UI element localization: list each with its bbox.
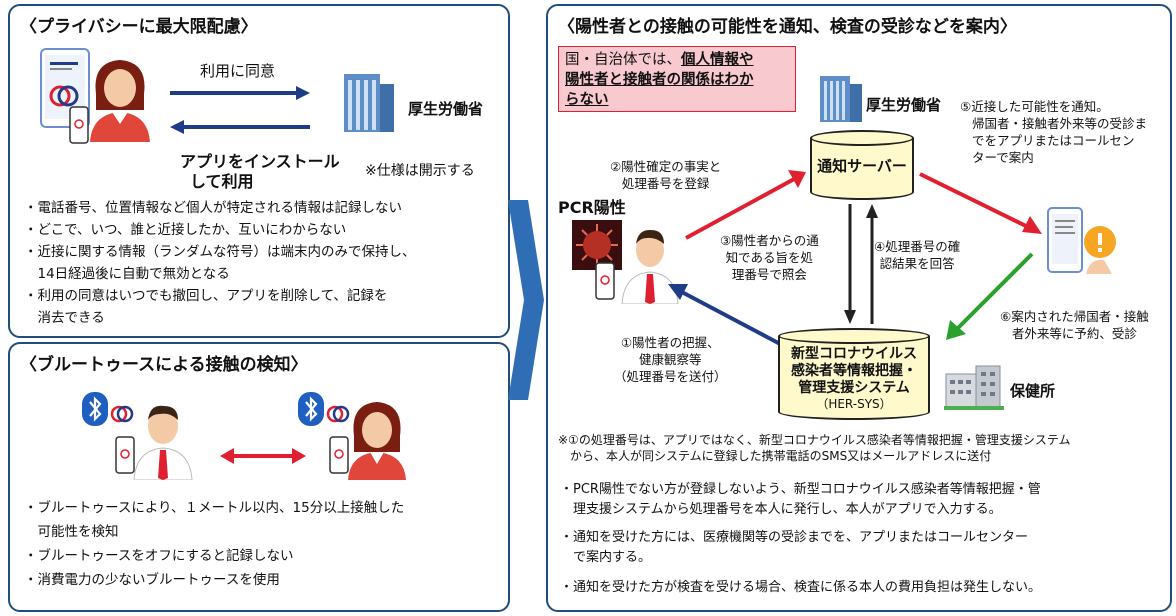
step2-line-1: ②陽性確定の事実と: [610, 159, 722, 174]
privacy-bullet-3b: 14日経過後に自動で無効となる: [24, 266, 230, 282]
health-center-building-icon: [944, 365, 1004, 410]
server-label: 通知サーバー: [817, 157, 907, 175]
privacy-callout: 国・自治体では、個人情報や 陽性者と接触者の関係はわか らない: [558, 46, 796, 112]
privacy-bullet-4b: 消去できる: [24, 310, 105, 326]
bluetooth-bullet-1b: 可能性を検知: [24, 524, 119, 540]
spec-note: ※仕様は開示する: [365, 163, 475, 179]
consent-arrow: [170, 86, 310, 100]
privacy-title: 〈プライバシーに最大限配慮〉: [20, 17, 258, 37]
phone-icon-left: [115, 436, 135, 474]
notify-bullet-1: ・PCR陽性でない方が登録しないよう、新型コロナウイルス感染者等情報把握・管: [560, 482, 1041, 497]
step4-line-2: 認結果を回答: [879, 256, 955, 271]
step5-text: ⑤近接した可能性を通知。 帰国者・接触者外来等の受診ま でをアプリまたはコールセ…: [960, 98, 1147, 166]
hersys-line-4: （HER-SYS）: [816, 397, 892, 411]
step3-line-2: 知である旨を処: [725, 250, 814, 265]
step6-line-2: 者外来等に予約、受診: [1011, 326, 1137, 341]
callout-text-2: 陽性者と接触者の関係はわか: [565, 72, 754, 88]
hersys-line-3: 管理支援システム: [798, 380, 910, 396]
notify-panel: 〈陽性者との接触の可能性を通知、検査の受診などを案内〉 国・自治体では、個人情報…: [546, 4, 1172, 612]
step5-line-1: ⑤近接した可能性を通知。: [960, 99, 1109, 114]
notify-bullet-3: ・通知を受けた方が検査を受ける場合、検査に係る本人の費用負担は発生しない。: [560, 580, 1042, 595]
step4-text: ④処理番号の確 認結果を回答: [874, 238, 960, 272]
step5-arrow: [919, 172, 1031, 230]
step1-line-1: ①陽性者の把握、: [620, 335, 720, 350]
hersys-system: 新型コロナウイルス 感染者等情報把握・ 管理支援システム （HER-SYS）: [778, 328, 930, 420]
hersys-line-1: 新型コロナウイルス: [791, 346, 917, 362]
man-user-icon: [133, 405, 193, 480]
ministry-label: 厚生労働省: [408, 100, 484, 118]
callout-text-1u: 個人情報や: [681, 52, 754, 68]
ministry-building-icon-2: [820, 76, 862, 122]
step2-text: ②陽性確定の事実と 処理番号を登録: [610, 158, 721, 192]
pcr-label: PCR陽性: [558, 198, 626, 217]
hersys-line-2: 感染者等情報把握・: [791, 363, 917, 379]
step3-text: ③陽性者からの通 知である旨を処 理番号で照会: [720, 232, 819, 283]
bluetooth-panel: 〈ブルートゥースによる接触の検知〉 ・: [8, 342, 510, 612]
health-center-label: 保健所: [1010, 382, 1056, 400]
hand-phone-icon: [69, 106, 89, 144]
ministry-label-2: 厚生労働省: [866, 96, 942, 114]
smartphone-app-icon: [40, 48, 90, 128]
reply-up-arrow: [866, 204, 878, 324]
step6-line-1: ⑥案内された帰国者・接触: [1000, 309, 1149, 324]
install-arrow: [170, 120, 310, 134]
step4-line-1: ④処理番号の確: [874, 239, 961, 254]
bluetooth-bullet-1: ・ブルートゥースにより、１メートル以内、15分以上接触した: [24, 500, 405, 516]
footnote-line-2: から、本人が同システムに登録した携帯電話のSMS又はメールアドレスに送付: [558, 449, 992, 463]
app-logo-icon-left: [110, 405, 134, 423]
step1-line-2: 健康観察等: [639, 352, 702, 367]
woman-user-icon: [90, 60, 150, 142]
step2-arrow: [685, 176, 797, 240]
notify-bullet-1b: 理支援システムから処理番号を本人に発行し、本人がアプリで入力する。: [560, 502, 1002, 517]
app-logo-icon-right: [326, 405, 350, 423]
install-label-2: して利用: [190, 172, 254, 191]
callout-text-3: らない: [565, 92, 609, 108]
step1-line-3: （処理番号を送付）: [614, 369, 727, 384]
step6-text: ⑥案内された帰国者・接触 者外来等に予約、受診: [1000, 308, 1149, 342]
ministry-building-icon: [344, 74, 394, 132]
privacy-bullet-2: ・どこで、いつ、誰と近接したか、互いにわからない: [24, 222, 347, 238]
query-down-arrow: [844, 204, 856, 324]
bluetooth-icon-right: [298, 392, 324, 426]
install-label-1: アプリをインストール: [180, 152, 340, 171]
pcr-positive-man-icon: [621, 229, 679, 304]
bluetooth-icon-left: [82, 392, 108, 426]
notify-bullet-2: ・通知を受けた方には、医療機関等の受診までを、アプリまたはコールセンター: [560, 530, 1029, 545]
step6-arrowhead: [946, 320, 966, 340]
footnote-line-1: ※①の処理番号は、アプリではなく、新型コロナウイルス感染者等情報把握・管理支援シ…: [558, 433, 1071, 447]
step1-arrowhead: [668, 284, 688, 300]
privacy-bullet-4: ・利用の同意はいつでも撤回し、アプリを削除して、記録を: [24, 288, 388, 304]
privacy-bullet-3: ・近接に関する情報（ランダムな符号）は端末内のみで保持し、: [24, 244, 416, 260]
step2-line-2: 処理番号を登録: [621, 176, 710, 191]
callout-text-1: 国・自治体では、: [565, 52, 681, 68]
step3-line-1: ③陽性者からの通: [720, 233, 819, 248]
step5-line-2: 帰国者・接触者外来等の受診ま: [972, 116, 1148, 131]
notified-phone-icon: [1047, 207, 1116, 274]
privacy-bullet-1: ・電話番号、位置情報など個人が特定される情報は記録しない: [24, 200, 402, 216]
step5-line-4: ターで案内: [972, 150, 1034, 165]
notify-bullet-2b: で案内する。: [560, 550, 652, 565]
step1-text: ①陽性者の把握、 健康観察等 （処理番号を送付）: [614, 334, 727, 385]
bluetooth-bullet-2: ・ブルートゥースをオフにすると記録しない: [24, 548, 294, 564]
step5-line-3: でをアプリまたはコールセン: [972, 133, 1135, 148]
woman-user-icon-2: [348, 402, 406, 480]
bluetooth-title: 〈ブルートゥースによる接触の検知〉: [20, 355, 308, 375]
footnote: ※①の処理番号は、アプリではなく、新型コロナウイルス感染者等情報把握・管理支援シ…: [558, 432, 1070, 464]
consent-label: 利用に同意: [200, 62, 276, 80]
step5-arrowhead: [1022, 216, 1042, 234]
diagram-arrows: [668, 170, 1042, 348]
step6-arrow: [954, 252, 1034, 332]
pcr-phone-icon: [595, 262, 615, 300]
step2-arrowhead: [788, 170, 806, 188]
contact-arrow: [220, 448, 306, 464]
bluetooth-bullet-3: ・消費電力の少ないブルートゥースを使用: [24, 572, 280, 588]
privacy-panel: 〈プライバシーに最大限配慮〉 利用に同意 厚生労働省 アプリをインストール して…: [8, 4, 510, 338]
step3-line-3: 理番号で照会: [731, 267, 807, 282]
virus-icon: [572, 220, 622, 270]
notification-server: 通知サーバー: [810, 130, 914, 200]
step1-arrow: [677, 288, 785, 348]
flow-chevron: [508, 200, 544, 400]
phone-icon-right: [329, 436, 349, 474]
notify-title: 〈陽性者との接触の可能性を通知、検査の受診などを案内〉: [558, 17, 1017, 37]
